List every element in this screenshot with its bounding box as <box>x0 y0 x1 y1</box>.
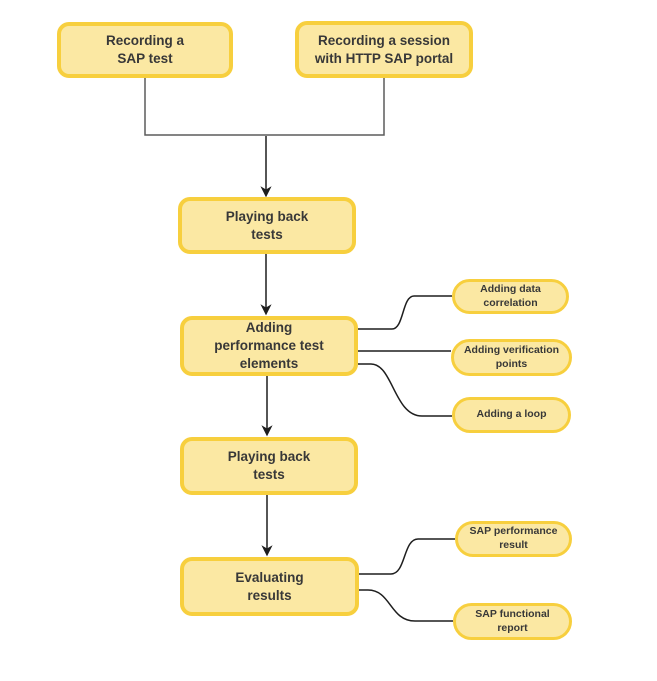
node-recording-http-sap-session: Recording a session with HTTP SAP portal <box>295 21 473 78</box>
pill-adding-a-loop: Adding a loop <box>452 397 571 433</box>
pill-sap-performance-result: SAP performance result <box>455 521 572 557</box>
curve-to-adding-loop <box>358 363 452 417</box>
node-adding-performance-test-elements: Adding performance test elements <box>180 316 358 376</box>
node-playing-back-tests-2: Playing back tests <box>180 437 358 495</box>
node-playing-back-tests-1: Playing back tests <box>178 197 356 254</box>
curve-to-sap-performance-result <box>359 538 455 575</box>
pill-adding-data-correlation: Adding data correlation <box>452 279 569 314</box>
node-evaluating-results: Evaluating results <box>180 557 359 616</box>
node-recording-sap-test: Recording a SAP test <box>57 22 233 78</box>
curve-to-data-correlation <box>358 295 452 330</box>
merge-connector <box>144 78 385 136</box>
pill-adding-verification-points: Adding verification points <box>451 339 572 376</box>
curve-to-sap-functional-report <box>359 589 453 622</box>
pill-sap-functional-report: SAP functional report <box>453 603 572 640</box>
